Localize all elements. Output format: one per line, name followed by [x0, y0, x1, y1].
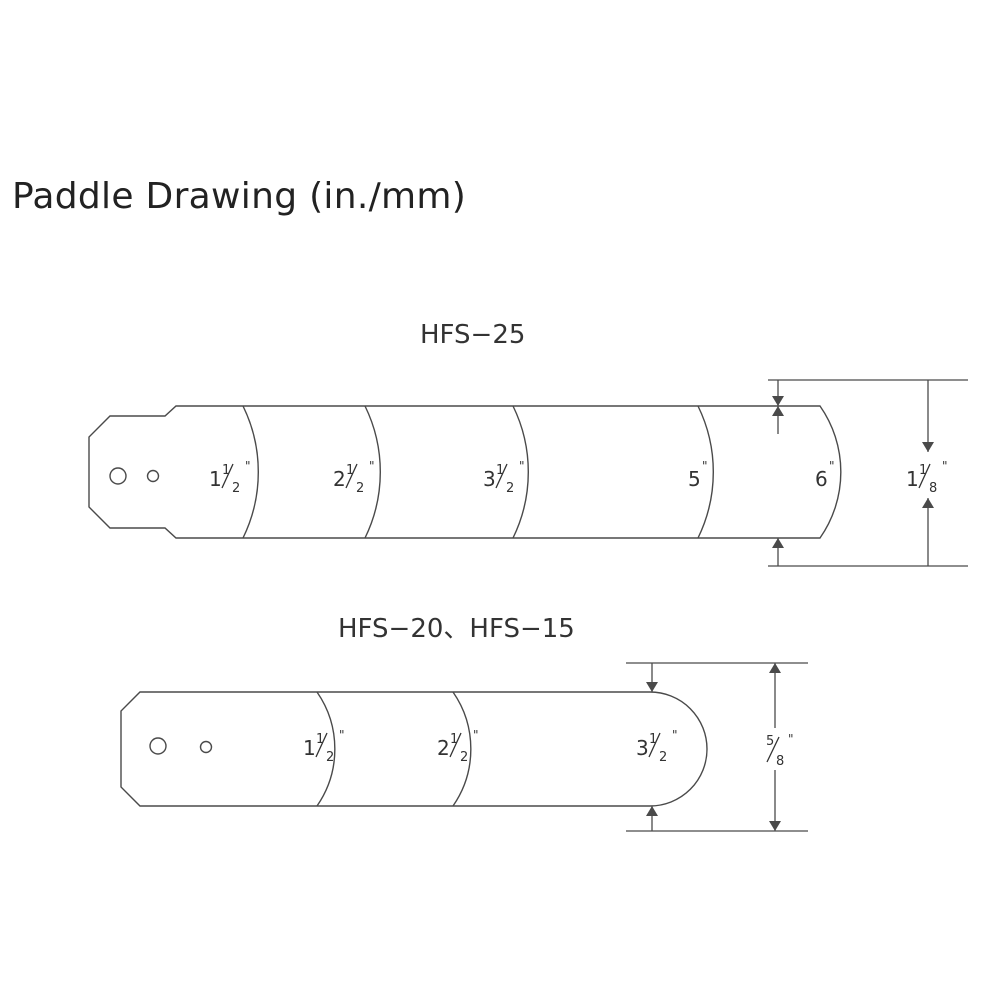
- paddle-hfs-25-outline: [88, 405, 842, 539]
- size-label-hfs-25-4: 5 ": [688, 459, 708, 491]
- inch-mark: ": [473, 728, 479, 742]
- size-denominator: 2: [659, 750, 667, 765]
- size-whole: 2: [333, 467, 346, 491]
- size-numerator: 1: [346, 463, 354, 478]
- paddle-hfs-25-arc-3: [512, 405, 529, 539]
- fraction-slash: [495, 463, 508, 489]
- width-label-hfs-20-15: 5 8 ": [766, 732, 794, 769]
- size-numerator: 1: [450, 732, 458, 747]
- inch-mark: ": [788, 732, 794, 746]
- size-denominator: 2: [506, 481, 514, 496]
- size-label-hfs-25-3: 3 1 2 ": [483, 459, 525, 496]
- size-numerator: 5: [766, 734, 774, 749]
- inch-mark: ": [942, 459, 948, 473]
- size-label-hfs-20-15-2: 2 1 2 ": [437, 728, 479, 765]
- size-label-hfs-25-2: 2 1 2 ": [333, 459, 375, 496]
- model-label-hfs-25: HFS−25: [420, 320, 526, 350]
- dimension-hfs-20-15: [626, 662, 808, 832]
- mount-hole-large: [149, 737, 167, 755]
- inch-mark: ": [829, 459, 835, 473]
- size-whole: 1: [303, 736, 316, 760]
- fraction-slash: [918, 463, 931, 489]
- size-whole: 6: [815, 467, 828, 491]
- size-numerator: 1: [919, 463, 927, 478]
- inch-mark: ": [519, 459, 525, 473]
- mount-hole-small: [146, 469, 160, 483]
- paddle-hfs-25-arc-4: [697, 405, 714, 539]
- fraction-slash: [648, 732, 661, 758]
- paddle-hfs-20-15: [120, 691, 708, 807]
- size-whole: 3: [636, 736, 649, 760]
- inch-mark: ": [672, 728, 678, 742]
- dimension-hfs-25: [768, 379, 968, 567]
- size-denominator: 2: [356, 481, 364, 496]
- size-numerator: 1: [649, 732, 657, 747]
- fraction-slash: [449, 732, 462, 758]
- size-whole: 1: [906, 467, 919, 491]
- paddle-hfs-25-arc-1: [242, 405, 259, 539]
- size-denominator: 8: [776, 754, 784, 769]
- page-title: Paddle Drawing (in./mm): [12, 176, 467, 217]
- size-whole: 2: [437, 736, 450, 760]
- inch-mark: ": [369, 459, 375, 473]
- mount-hole-large: [109, 467, 127, 485]
- size-label-hfs-20-15-1: 1 1 2 ": [303, 728, 345, 765]
- mount-hole-small: [199, 740, 213, 754]
- inch-mark: ": [702, 459, 708, 473]
- size-label-hfs-20-15-3: 3 1 2 ": [636, 728, 678, 765]
- paddle-hfs-20-15-outline: [120, 691, 708, 807]
- paddle-hfs-25-arc-2: [364, 405, 381, 539]
- fraction-slash: [345, 463, 358, 489]
- size-label-hfs-25-5: 6 ": [815, 459, 835, 491]
- paddle-hfs-20-15-arc-2: [452, 691, 472, 807]
- model-label-hfs-20-15: HFS−20、HFS−15: [338, 614, 575, 644]
- size-denominator: 2: [232, 481, 240, 496]
- fraction-slash: [221, 463, 234, 489]
- size-numerator: 1: [496, 463, 504, 478]
- size-denominator: 2: [460, 750, 468, 765]
- size-numerator: 1: [222, 463, 230, 478]
- inch-mark: ": [339, 728, 345, 742]
- fraction-slash: [766, 736, 780, 763]
- size-label-hfs-25-1: 1 1 2 ": [209, 459, 251, 496]
- size-whole: 5: [688, 467, 701, 491]
- size-whole: 1: [209, 467, 222, 491]
- size-numerator: 1: [316, 732, 324, 747]
- paddle-hfs-25: [88, 405, 842, 539]
- size-whole: 3: [483, 467, 496, 491]
- inch-mark: ": [245, 459, 251, 473]
- size-denominator: 8: [929, 481, 937, 496]
- paddle-hfs-20-15-arc-1: [316, 691, 336, 807]
- size-denominator: 2: [326, 750, 334, 765]
- width-label-hfs-25: 1 1 8 ": [906, 459, 948, 496]
- fraction-slash: [315, 732, 328, 758]
